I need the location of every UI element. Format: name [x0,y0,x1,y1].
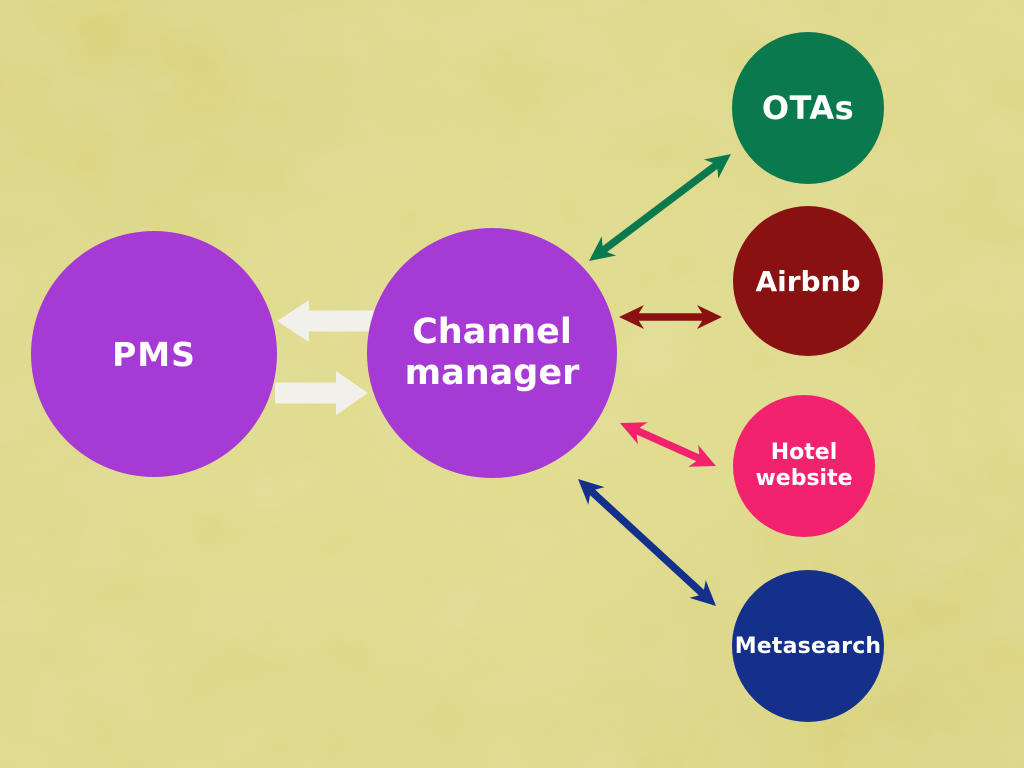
connector-cm-airbnb [619,305,722,329]
connector-cm-hotel-website [620,422,716,467]
node-channel-manager-label: Channel manager [404,312,580,393]
node-hotel-website-label: Hotel website [755,439,853,491]
node-otas: OTAs [732,32,884,184]
node-pms-label: PMS [112,334,196,374]
node-otas-label: OTAs [761,89,855,127]
node-metasearch: Metasearch [732,570,884,722]
node-pms: PMS [31,231,277,477]
block-arrow-pms-to-cm [275,371,368,415]
connector-cm-metasearch [578,479,716,606]
node-airbnb: Airbnb [733,206,883,356]
node-airbnb-label: Airbnb [755,264,861,298]
node-metasearch-label: Metasearch [734,633,882,659]
connector-cm-otas [589,154,731,261]
node-channel-manager: Channel manager [367,228,617,478]
block-arrow-cm-to-pms [277,300,378,342]
node-hotel-website: Hotel website [733,395,875,537]
